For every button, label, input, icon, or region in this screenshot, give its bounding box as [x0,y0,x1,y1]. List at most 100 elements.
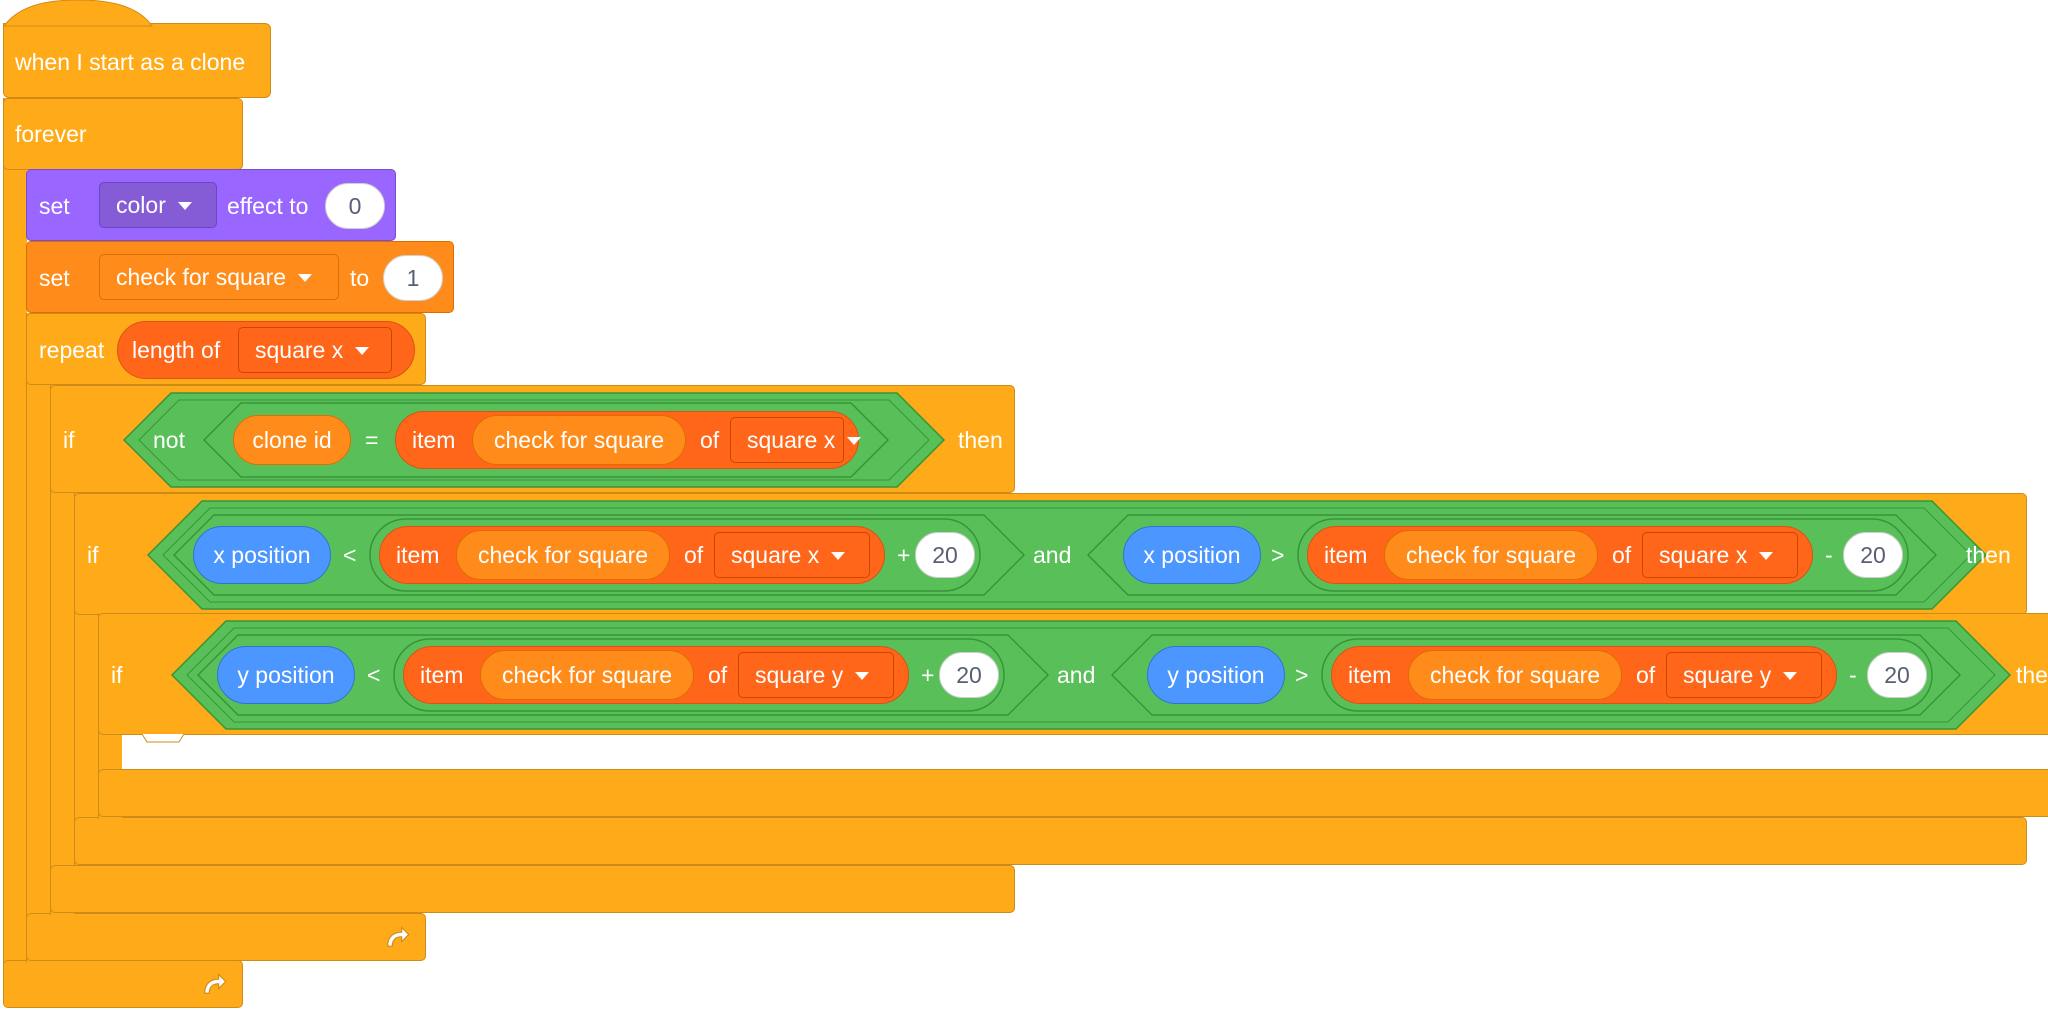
length-of-reporter[interactable]: length of square x [117,321,415,379]
item-label: item [396,542,440,568]
amount-input[interactable]: 20 [939,652,999,698]
amount-input[interactable]: 20 [1867,652,1927,698]
not-label: not [153,427,185,453]
and-label: and [1033,542,1072,568]
chevron-down-icon [847,437,862,445]
amount-input[interactable]: 20 [915,532,975,578]
chevron-down-icon [177,202,192,210]
of-label: of [1612,542,1632,568]
of-label: of [708,662,728,688]
greater-than-operator[interactable]: x position > item check for square of sq… [1086,514,1938,596]
and-label: and [1057,662,1096,688]
item-of-reporter[interactable]: item check for square of square x [379,526,885,584]
list-dropdown[interactable]: square y [738,652,894,698]
and-operator[interactable]: x position < item check for square of sq… [146,500,1988,610]
hat-cap [3,0,153,27]
equals-sign: = [365,427,379,453]
item-of-reporter[interactable]: item check for square of square y [1331,646,1837,704]
forever-arm [3,98,27,998]
set-variable-block[interactable]: set check for square to 1 [26,241,454,313]
add-operator[interactable]: item check for square of square x + 20 [369,518,981,592]
chevron-down-icon [298,274,313,282]
variable-value-input[interactable]: 1 [383,255,443,301]
chevron-down-icon [831,552,846,560]
if1-block[interactable]: if not clone id = item check for square … [50,385,1015,493]
list-dropdown-value: square x [255,336,344,363]
y-position-reporter[interactable]: y position [217,646,355,704]
item-label: item [1324,542,1368,568]
of-label: of [1636,662,1656,688]
if2-label: if [87,542,99,568]
list-dropdown[interactable]: square x [1642,532,1798,578]
variable-dropdown[interactable]: check for square [99,254,339,300]
set-variable-to-label: to [350,265,370,291]
index-variable-reporter[interactable]: check for square [456,530,670,580]
if2-block[interactable]: if x position < item chec [74,493,2027,615]
list-dropdown-value: square x [747,426,836,453]
repeat-block[interactable]: repeat length of square x [26,313,426,385]
subtract-operator[interactable]: item check for square of square x - 20 [1297,518,1909,592]
item-label: item [1348,662,1392,688]
not-operator[interactable]: not clone id = item check for square of … [122,392,946,488]
set-effect-label: set [39,193,70,219]
if1-foot [50,865,1015,913]
list-dropdown[interactable]: square x [238,327,392,373]
greater-than-sign: > [1271,542,1285,568]
minus-sign: - [1825,542,1833,568]
and-operator[interactable]: y position < item check for square of sq… [170,620,2012,730]
effect-value-input[interactable]: 0 [325,183,385,229]
item-of-reporter[interactable]: item check for square of square x [1307,526,1813,584]
rotate-arrow-icon [204,973,227,994]
plus-sign: + [921,662,935,688]
less-than-sign: < [367,662,381,688]
if3-block[interactable]: if y position < item check for s [98,613,2048,735]
chevron-down-icon [1759,552,1774,560]
x-position-reporter[interactable]: x position [193,526,331,584]
repeat-label: repeat [39,337,105,363]
list-dropdown-value: square x [731,541,820,568]
list-dropdown-value: square x [1659,541,1748,568]
clone-id-reporter[interactable]: clone id [233,415,351,465]
minus-sign: - [1849,662,1857,688]
empty-slot[interactable] [122,734,2048,770]
chevron-down-icon [855,672,870,680]
item-of-reporter[interactable]: item check for square of square y [403,646,909,704]
forever-label: forever [15,121,87,147]
list-dropdown[interactable]: square x [730,417,862,463]
repeat-foot[interactable] [26,913,426,961]
less-than-sign: < [343,542,357,568]
subtract-operator[interactable]: item check for square of square y - 20 [1321,638,1933,712]
index-variable-reporter[interactable]: check for square [1408,650,1622,700]
list-dropdown[interactable]: square y [1666,652,1822,698]
then-label: then [2016,662,2048,688]
plus-sign: + [897,542,911,568]
length-of-label: length of [132,337,221,363]
list-dropdown-value: square y [755,661,844,688]
set-effect-block[interactable]: set color effect to 0 [26,169,396,241]
x-position-reporter[interactable]: x position [1123,526,1261,584]
if3-label: if [111,662,123,688]
index-variable-reporter[interactable]: check for square [1384,530,1598,580]
effect-dropdown-value: color [116,191,166,218]
list-dropdown[interactable]: square x [714,532,870,578]
if1-label: if [63,427,75,453]
then-label: then [1966,542,2011,568]
amount-input[interactable]: 20 [1843,532,1903,578]
y-position-reporter[interactable]: y position [1147,646,1285,704]
then-label: then [958,427,1003,453]
forever-block[interactable]: forever [3,98,243,170]
equals-operator[interactable]: clone id = item check for square of squa… [202,402,890,478]
item-of-reporter[interactable]: item check for square of square x [395,411,862,469]
chevron-down-icon [1783,672,1798,680]
index-variable-reporter[interactable]: check for square [480,650,694,700]
less-than-operator[interactable]: y position < item check for square of sq… [196,634,1050,716]
greater-than-operator[interactable]: y position > item check for square of sq… [1110,634,1962,716]
index-variable-reporter[interactable]: check for square [472,415,686,465]
variable-dropdown-value: check for square [116,263,287,290]
effect-dropdown[interactable]: color [99,182,217,228]
add-operator[interactable]: item check for square of square y + 20 [393,638,1005,712]
less-than-operator[interactable]: x position < item check for square of sq… [172,514,1026,596]
effect-to-label: effect to [227,193,309,219]
